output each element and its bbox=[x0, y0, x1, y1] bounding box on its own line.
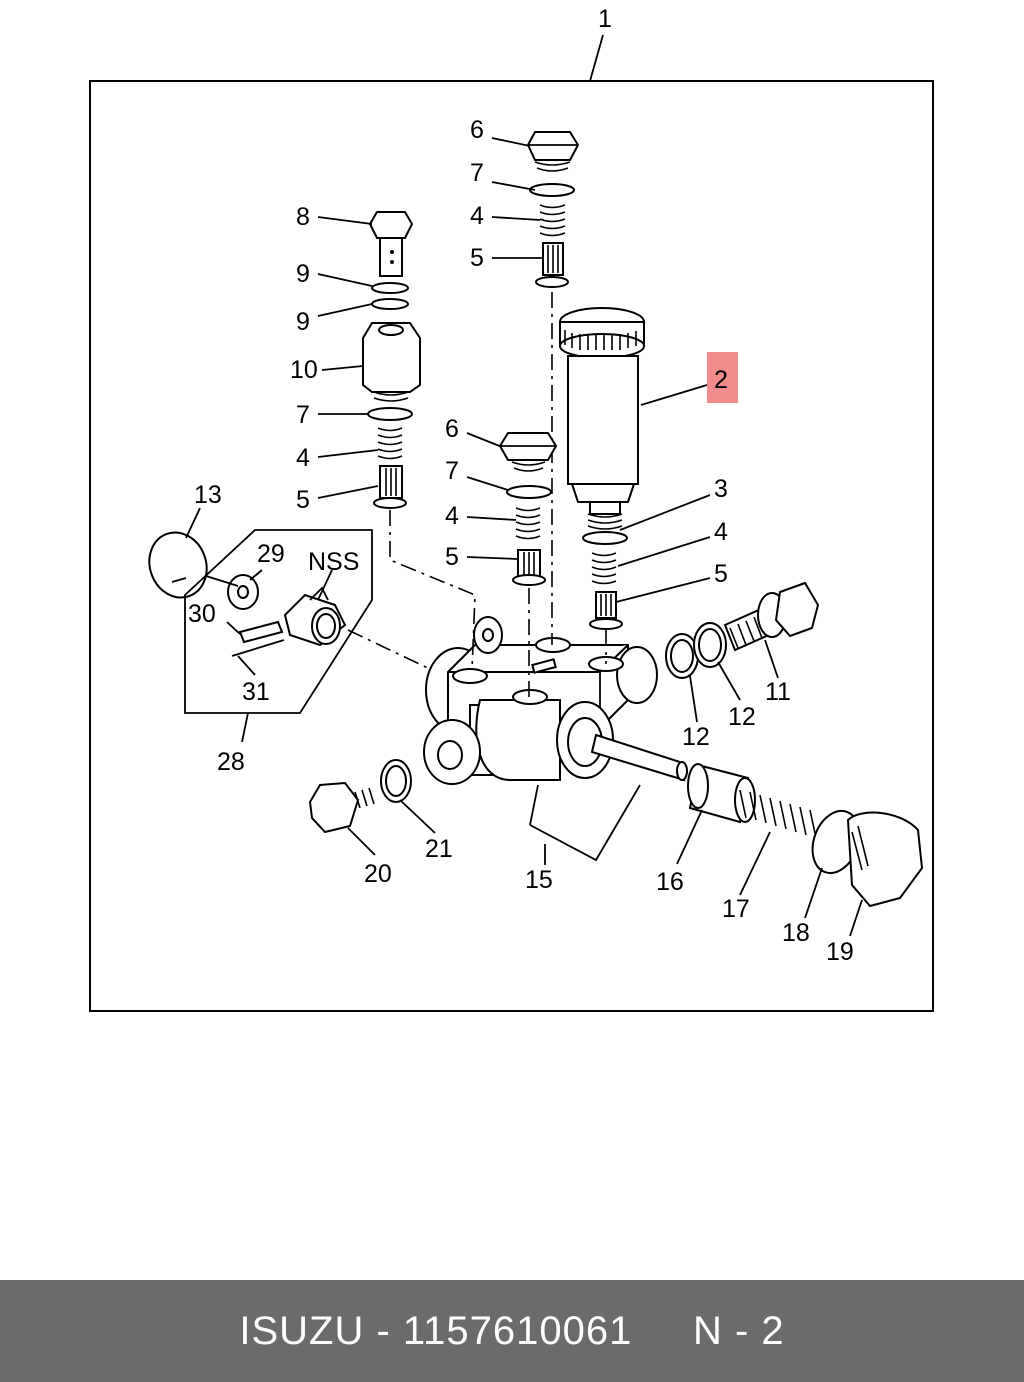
callout-13: 13 bbox=[194, 481, 222, 509]
callout-11: 11 bbox=[765, 678, 791, 706]
callout-7: 7 bbox=[470, 159, 484, 187]
diagram-frame bbox=[89, 80, 934, 1012]
callout-9: 9 bbox=[296, 260, 310, 288]
leader-lines bbox=[185, 137, 863, 937]
callout-15: 15 bbox=[525, 866, 553, 894]
callout-12: 12 bbox=[728, 703, 756, 731]
callout-28: 28 bbox=[217, 748, 245, 776]
footer-part-number: 1157610061 bbox=[402, 1308, 633, 1353]
right-check-valve-stack bbox=[582, 531, 628, 630]
callout-4: 4 bbox=[445, 502, 459, 530]
middle-check-valve-stack bbox=[498, 432, 558, 586]
callout-6: 6 bbox=[445, 415, 459, 443]
callout-6: 6 bbox=[470, 116, 484, 144]
callout-30: 30 bbox=[188, 600, 216, 628]
callout-9: 9 bbox=[296, 308, 310, 336]
callout-3: 3 bbox=[714, 475, 728, 503]
plug-spring-assembly bbox=[687, 763, 924, 908]
callout-16: 16 bbox=[656, 868, 684, 896]
callout-18: 18 bbox=[782, 919, 810, 947]
callout-4: 4 bbox=[714, 518, 728, 546]
callout-19: 19 bbox=[826, 938, 854, 966]
callout-31: 31 bbox=[242, 678, 270, 706]
footer-bar: ISUZU - 1157610061 N - 2 bbox=[0, 1280, 1024, 1382]
exploded-parts-diagram: 1 2 3 4 4 4 4 5 5 5 5 6 6 7 7 7 8 9 9 10… bbox=[89, 5, 934, 1012]
pump-body-part-15 bbox=[423, 616, 688, 785]
callout-10: 10 bbox=[290, 356, 318, 384]
priming-pump-part-2 bbox=[559, 307, 645, 530]
callout-21: 21 bbox=[425, 835, 453, 863]
top-check-valve-stack bbox=[526, 131, 580, 288]
left-check-valve-stack bbox=[362, 211, 421, 509]
callout-5: 5 bbox=[714, 560, 728, 588]
callout-29: 29 bbox=[257, 540, 285, 568]
footer-position-label: N - 2 bbox=[692, 1308, 785, 1353]
callout-7: 7 bbox=[296, 401, 310, 429]
callout-4: 4 bbox=[296, 444, 310, 472]
callout-17: 17 bbox=[722, 895, 750, 923]
footer-brand: ISUZU bbox=[239, 1308, 365, 1353]
banjo-fitting-part-11 bbox=[665, 581, 820, 679]
callout-5: 5 bbox=[296, 486, 310, 514]
callout-labels: 1 2 3 4 4 4 4 5 5 5 5 6 6 7 7 7 8 9 9 10… bbox=[188, 5, 854, 966]
callout-2: 2 bbox=[714, 366, 728, 394]
left-subassembly-part-28 bbox=[148, 529, 373, 714]
callout-1: 1 bbox=[598, 5, 612, 33]
callout-4: 4 bbox=[470, 202, 484, 230]
part-2-highlight bbox=[707, 352, 738, 403]
footer-gap bbox=[632, 1309, 693, 1354]
callout-nss: NSS bbox=[308, 548, 359, 576]
footer-separator: - bbox=[364, 1308, 403, 1353]
callout-7: 7 bbox=[445, 457, 459, 485]
plug-bolt-part-20 bbox=[308, 759, 412, 834]
callout-20: 20 bbox=[364, 860, 392, 888]
callout-5: 5 bbox=[470, 244, 484, 272]
callout-8: 8 bbox=[296, 203, 310, 231]
callout-5: 5 bbox=[445, 543, 459, 571]
callout-12: 12 bbox=[682, 723, 710, 751]
